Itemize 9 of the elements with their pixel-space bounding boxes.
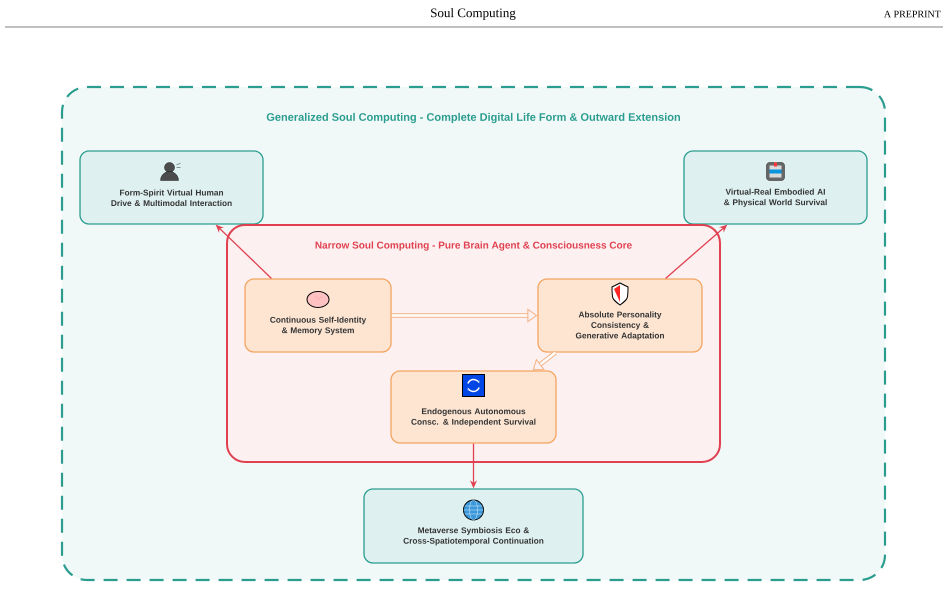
header-note: A PREPRINT — [884, 10, 941, 18]
arrow — [532, 350, 557, 370]
process-box: Metaverse Symbiosis Eco & Cross-Spatiotemporal Continuation — [363, 488, 584, 564]
process-box: Form-Spirit Virtual Human Drive & Multimodal Interaction — [79, 150, 264, 225]
process-box: Endogenous Autonomous Consc. & Independent Survival — [390, 370, 557, 444]
running-title: Soul Computing — [431, 8, 516, 20]
process-box: Continuous Self-Identity & Memory System — [244, 278, 392, 353]
process-box: Virtual-Real Embodied AI & Physical World Survival — [683, 150, 868, 225]
process-box: Absolute Personality Consistency & Generative Adaptation — [537, 278, 703, 353]
